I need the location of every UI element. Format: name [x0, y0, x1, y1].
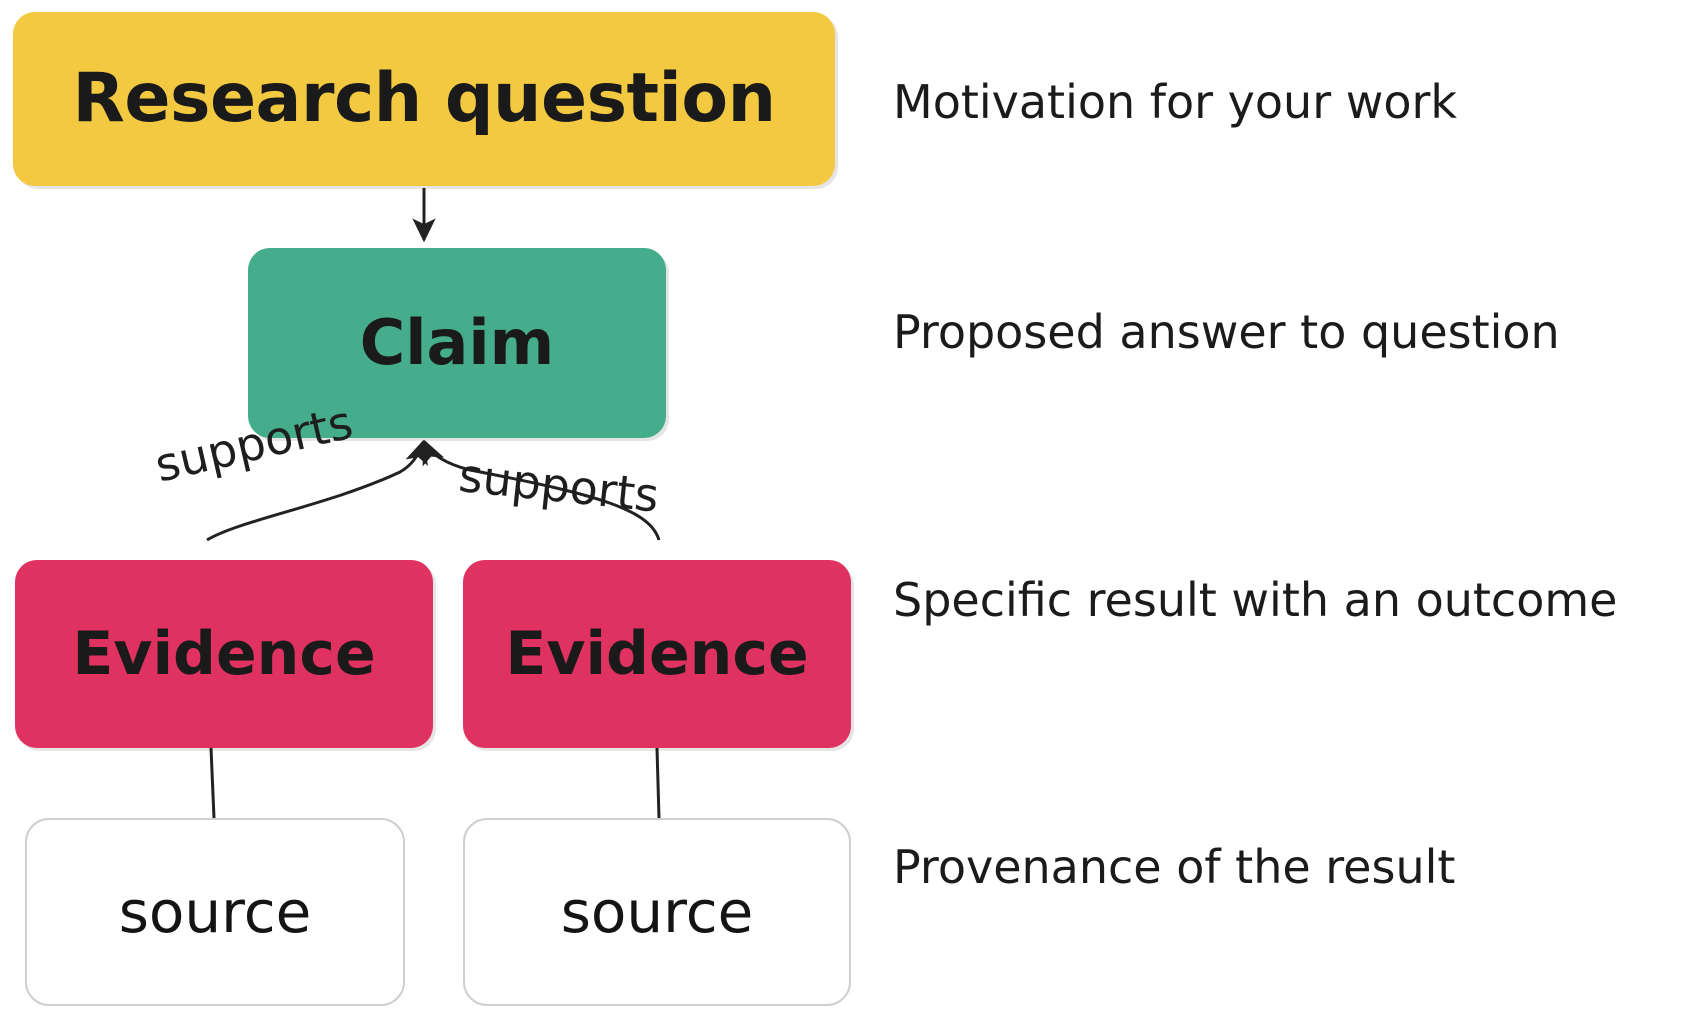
- edge-source-2-to-evidence-2: [655, 747, 661, 819]
- annotation-research-question: Motivation for your work: [893, 75, 1458, 129]
- node-research-question-label: Research question: [72, 59, 776, 138]
- edge-source-1-to-evidence-1: [209, 747, 216, 819]
- edge-evidence-1-to-claim: [206, 439, 428, 542]
- node-research-question[interactable]: Research question: [13, 12, 835, 186]
- node-source-2[interactable]: source: [463, 818, 851, 1006]
- node-evidence-1[interactable]: Evidence: [15, 560, 433, 748]
- node-claim[interactable]: Claim: [248, 248, 666, 438]
- node-source-1[interactable]: source: [25, 818, 405, 1006]
- edge-evidence-2-to-claim: [422, 439, 661, 541]
- node-evidence-1-label: Evidence: [72, 619, 376, 689]
- annotation-evidence: Specific result with an outcome: [893, 573, 1618, 627]
- annotation-claim: Proposed answer to question: [893, 305, 1560, 359]
- node-claim-label: Claim: [359, 306, 555, 379]
- node-source-2-label: source: [560, 878, 754, 946]
- node-source-1-label: source: [118, 878, 312, 946]
- node-evidence-2[interactable]: Evidence: [463, 560, 851, 748]
- annotation-source: Provenance of the result: [893, 840, 1456, 894]
- node-evidence-2-label: Evidence: [505, 619, 809, 689]
